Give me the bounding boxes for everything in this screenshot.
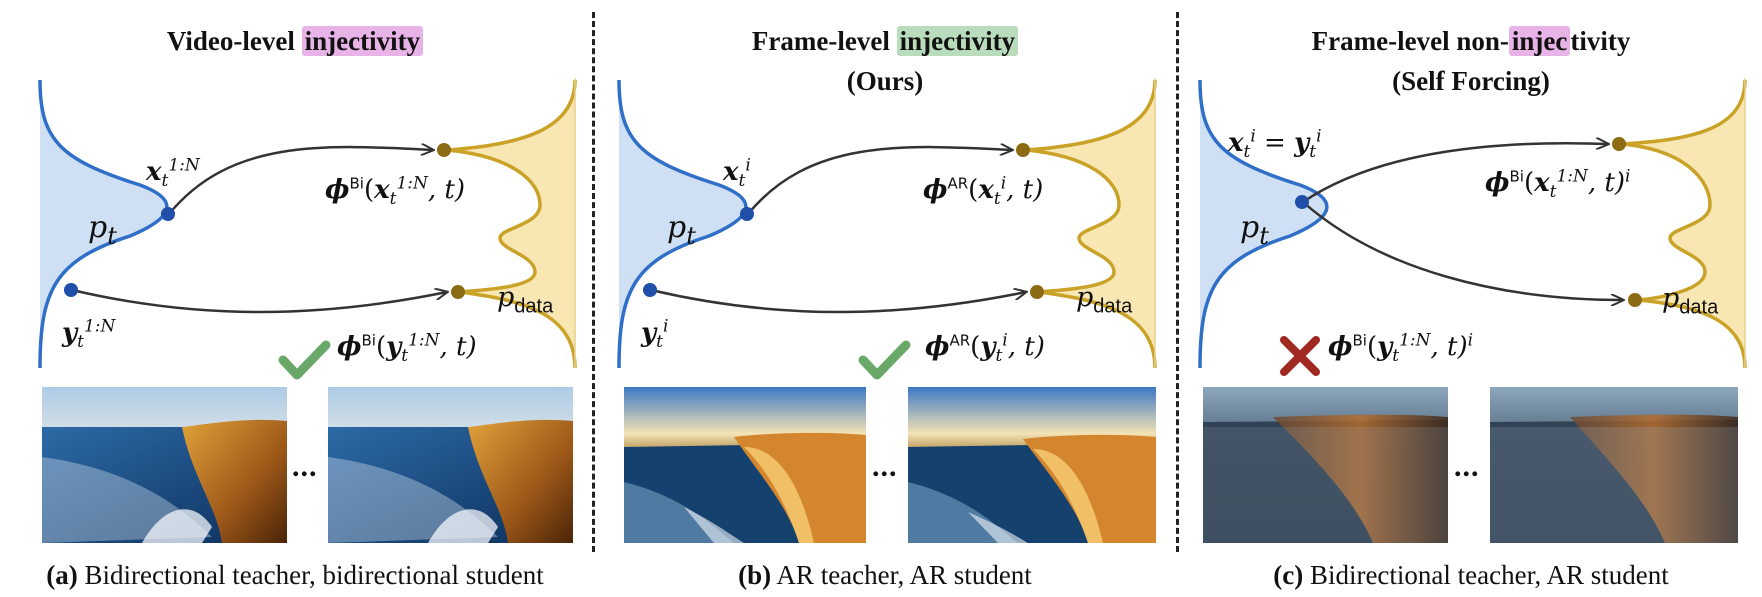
flow-diagram: [1198, 78, 1747, 376]
panel-title: Frame-level injectivity: [595, 25, 1175, 58]
label-noise-dist: pt: [88, 210, 117, 250]
noise-point-x: [161, 207, 175, 221]
data-distribution-fill: [447, 80, 575, 368]
label-y-noise: yt1:N: [62, 316, 116, 353]
noise-point-y: [643, 283, 657, 297]
panel-caption: (b) AR teacher, AR student: [738, 560, 1032, 590]
panel-subtitle: (Self Forcing): [1392, 66, 1550, 96]
top-trajectory-arrow: [747, 147, 1012, 215]
label-data-dist: pdata: [1076, 282, 1133, 318]
label-bottom-map: ϕAR(yti, t): [925, 330, 1045, 367]
panel-frame-level-ours: Frame-level injectivity (Ours) xti pt yt…: [595, 0, 1175, 597]
label-x-equals-y: xti = yti: [1228, 126, 1322, 163]
panel-title: Video-level injectivity: [0, 25, 590, 58]
panel-caption: (a) Bidirectional teacher, bidirectional…: [46, 560, 544, 590]
title-highlight: injectivity: [301, 26, 424, 56]
flow-diagram: [38, 78, 577, 380]
teacher-frame-image: [624, 387, 866, 543]
flow-diagram: [617, 78, 1157, 380]
ellipsis: ...: [292, 450, 318, 483]
data-distribution-fill: [1026, 80, 1155, 368]
data-point-y: [451, 285, 465, 299]
data-distribution-curve: [1025, 79, 1157, 369]
noise-distribution-fill: [1200, 80, 1327, 368]
label-data-dist: pdata: [497, 282, 554, 318]
noise-distribution-curve: [1198, 79, 1329, 369]
data-point-x: [1612, 137, 1626, 151]
data-point-x: [437, 143, 451, 157]
title-highlight: injectivity: [896, 26, 1019, 56]
data-point-x: [1016, 143, 1030, 157]
label-data-dist: pdata: [1662, 283, 1719, 319]
label-x-noise: xti: [723, 155, 751, 192]
student-frame-image: [328, 387, 573, 543]
label-top-map: ϕBi(xt1:N, t): [325, 173, 466, 210]
student-frame-image: [1490, 387, 1738, 543]
check-mark: [858, 340, 911, 380]
top-trajectory-arrow: [168, 147, 433, 215]
check-mark: [278, 340, 331, 380]
label-noise-dist: pt: [1240, 210, 1269, 250]
title-highlight: injec: [1508, 26, 1571, 56]
bottom-trajectory-arrow: [1302, 201, 1623, 300]
data-distribution-fill: [1622, 80, 1745, 368]
noise-point-shared: [1295, 195, 1309, 209]
noise-distribution-fill: [40, 80, 167, 368]
bottom-trajectory-arrow: [71, 290, 447, 314]
data-distribution-curve: [446, 79, 577, 369]
cross-mark: [1280, 336, 1320, 376]
panel-divider-right: [1176, 12, 1179, 552]
panel-video-level: Video-level injectivity xt1:N pt yt1:N ϕ…: [0, 0, 590, 597]
panel-divider-left: [592, 12, 595, 552]
data-point-y: [1628, 293, 1642, 307]
ellipsis: ...: [1454, 450, 1480, 483]
noise-point-x: [740, 207, 754, 221]
label-bottom-map: ϕBi(yt1:N, t): [337, 330, 477, 367]
ellipsis: ...: [872, 450, 898, 483]
teacher-frame-image: [42, 387, 287, 543]
student-frame-image: [908, 387, 1156, 543]
noise-distribution-fill: [619, 80, 746, 368]
label-bottom-map: ϕBi(yt1:N, t)i: [1328, 330, 1474, 367]
top-trajectory-arrow: [1302, 143, 1608, 204]
label-x-noise: xt1:N: [146, 155, 200, 192]
noise-point-y: [64, 283, 78, 297]
data-distribution-curve: [1621, 79, 1747, 369]
label-top-map: ϕBi(xt1:N, t)i: [1485, 166, 1631, 203]
bottom-trajectory-arrow: [650, 290, 1026, 314]
label-top-map: ϕAR(xti, t): [923, 173, 1044, 210]
data-point-y: [1030, 285, 1044, 299]
teacher-frame-image: [1203, 387, 1448, 543]
panel-subtitle: (Ours): [846, 66, 924, 96]
label-noise-dist: pt: [667, 210, 696, 250]
panel-caption: (c) Bidirectional teacher, AR student: [1273, 560, 1669, 590]
label-y-noise: yti: [641, 316, 669, 353]
